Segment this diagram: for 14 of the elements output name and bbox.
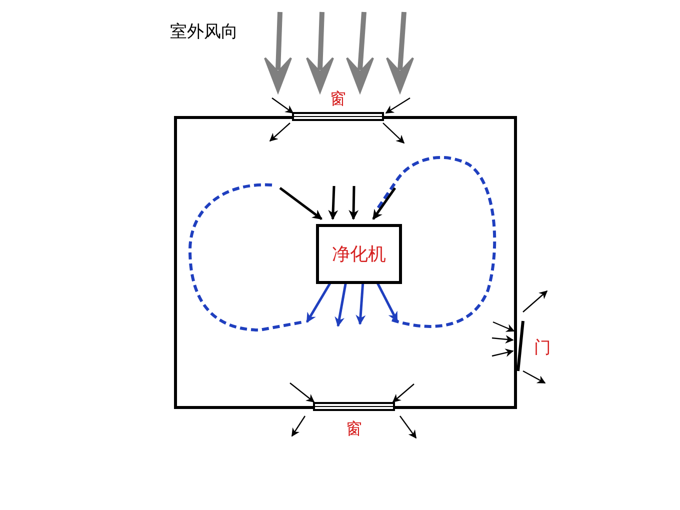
window-label: 窗: [346, 420, 362, 438]
window-label: 窗: [330, 90, 346, 108]
arrow: [376, 282, 398, 322]
arrow: [356, 282, 366, 325]
arrow: [372, 187, 396, 220]
arrow: [334, 282, 347, 327]
arrow: [348, 186, 359, 220]
purifier-box: 净化机: [316, 224, 402, 284]
wind-direction-label: 室外风向: [170, 21, 238, 43]
arrow: [279, 187, 322, 220]
arrow: [328, 186, 338, 220]
arrow: [306, 282, 332, 323]
door-label: 门: [534, 338, 551, 358]
room-outline: [174, 116, 517, 409]
